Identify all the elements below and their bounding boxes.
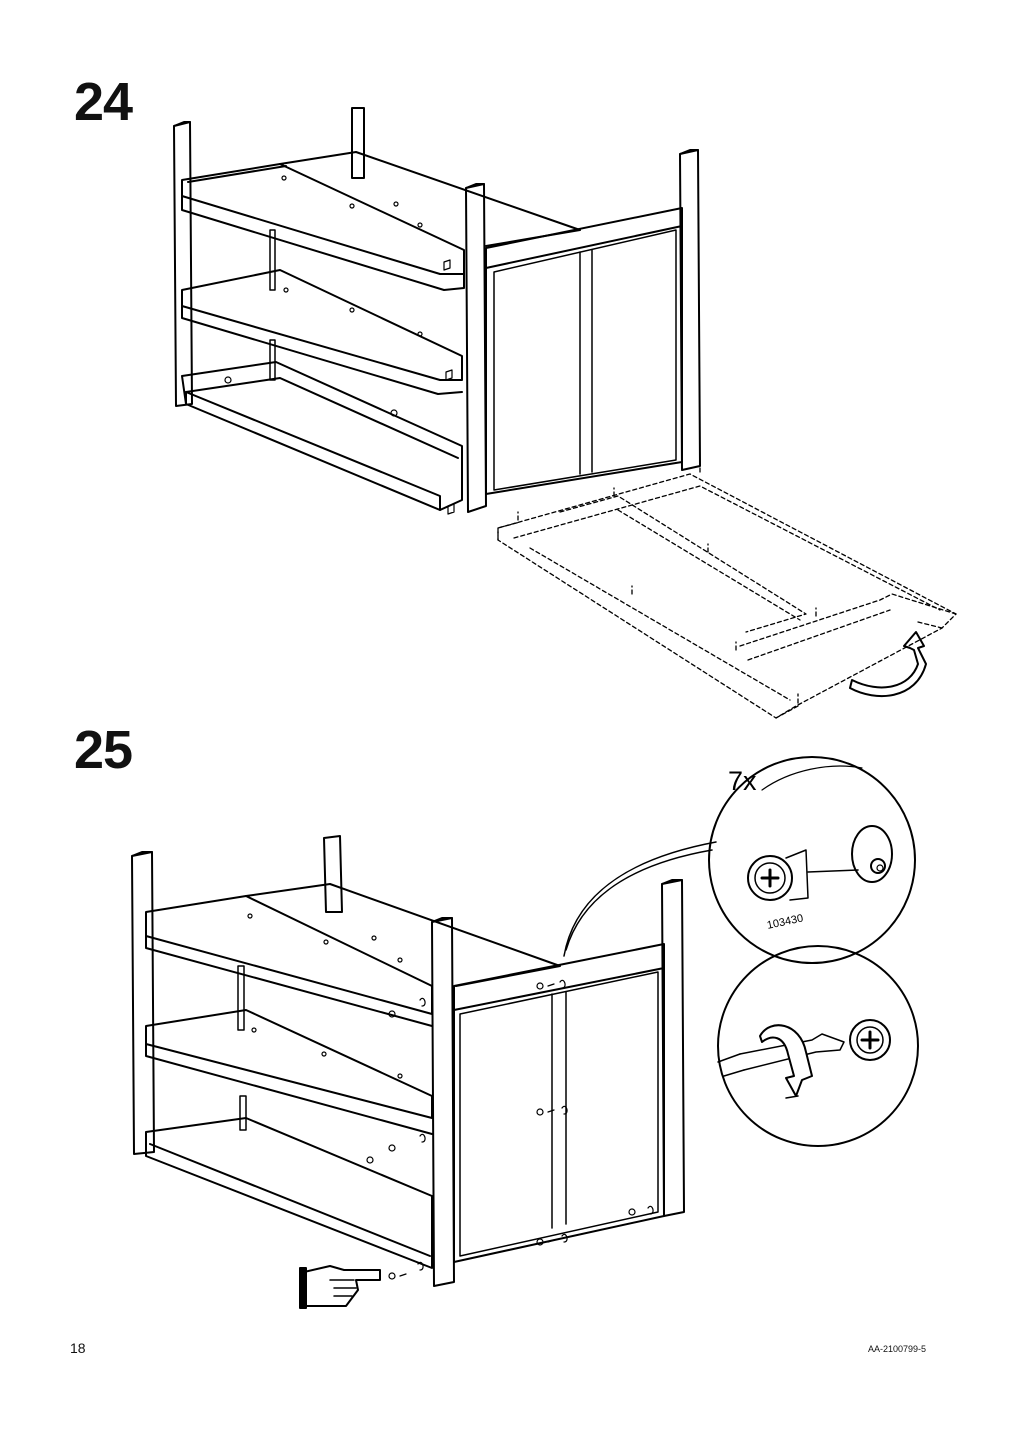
screwdriver-icon [717, 1033, 845, 1077]
screwdriver-detail [717, 945, 919, 1147]
quantity-label: 7x [728, 766, 757, 796]
step-25-frame-illustration [131, 835, 717, 1309]
cam-hole-icon [851, 825, 893, 883]
step-number-24: 24 [74, 72, 133, 132]
document-code: AA-2100799-5 [868, 1344, 927, 1354]
cam-lock-detail: 7x 103430 [708, 756, 916, 964]
cam-lock-icon [849, 1019, 891, 1061]
clockwise-arrow-icon [759, 1024, 813, 1099]
part-number-label: 103430 [766, 912, 804, 931]
cam-lock-icon [747, 849, 859, 901]
page-number: 18 [70, 1340, 86, 1356]
pointing-hand-icon [299, 1265, 381, 1309]
step-24-frame-illustration [173, 107, 957, 719]
step-number-25: 25 [74, 720, 133, 780]
